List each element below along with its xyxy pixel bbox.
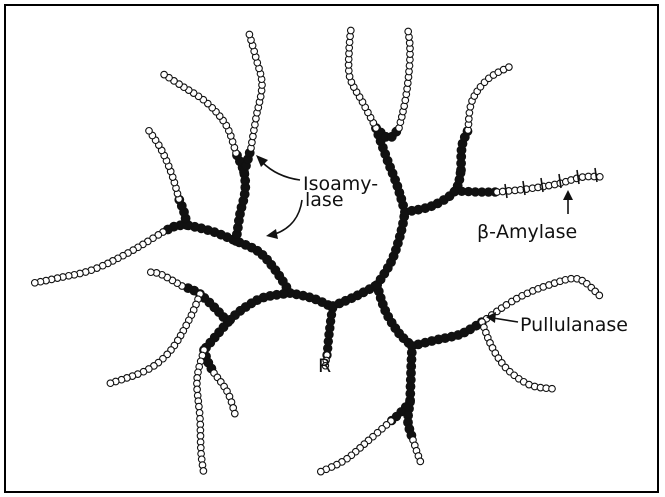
glucose-unit-open	[246, 31, 253, 38]
chain-top-left-inner	[246, 31, 265, 151]
pullulanase-arrow	[493, 318, 518, 322]
isoamylase-label-line2: lase	[305, 189, 344, 211]
isoamylase-arrow	[275, 200, 302, 234]
reducing-end-label: R	[318, 355, 331, 377]
reducing-end-stem	[323, 304, 337, 359]
chain-upper-left-outer	[146, 128, 183, 203]
glucose-unit-open	[549, 385, 556, 392]
backbone-upper-right	[373, 212, 409, 289]
glucose-unit-open	[148, 269, 155, 276]
branch-pullulanase-arm	[408, 318, 487, 351]
glucose-unit-open	[232, 410, 239, 417]
chain-far-left	[32, 229, 167, 286]
glucose-unit-open	[597, 174, 604, 181]
glucose-unit-open	[596, 292, 603, 299]
chain-bottom-center	[318, 418, 395, 475]
glucose-unit-open	[146, 128, 153, 135]
glucose-unit-open	[32, 280, 39, 287]
chain-bottom-right-end	[410, 437, 424, 465]
glucose-unit-open	[194, 386, 201, 393]
chain-top-left	[161, 71, 240, 156]
glucose-unit-open	[506, 64, 513, 71]
isoamylase-arrow	[262, 162, 300, 180]
labels: Isoamy- lase β-Amylase Pullulanase R	[303, 173, 628, 377]
glucose-unit-open	[250, 133, 257, 140]
branch-right-upper-stem	[457, 127, 473, 175]
chain-top-center-left	[345, 27, 379, 131]
backbone-central-left	[292, 290, 333, 310]
glucose-chains	[32, 27, 604, 475]
branch-bottom-right	[406, 342, 417, 405]
glucose-unit-open	[197, 433, 204, 440]
branch-lower-left-arm	[226, 289, 295, 325]
chain-lower-left-upper	[148, 269, 186, 289]
beta-amylase-cut-mark	[541, 178, 543, 192]
backbone-lower-right	[373, 281, 414, 348]
glucose-unit-open	[318, 468, 325, 475]
glucose-unit-open	[196, 403, 203, 410]
beta-amylase-arrowhead	[563, 190, 573, 200]
chain-bottom-left-short	[211, 370, 238, 417]
glucose-unit-open	[200, 468, 207, 475]
beta-amylase-cut-mark	[505, 184, 507, 198]
beta-amylase-label: β-Amylase	[477, 221, 577, 243]
isoamylase-arrowhead	[266, 229, 278, 239]
chain-lower-left	[107, 291, 203, 387]
beta-amylase-cut-mark	[523, 181, 525, 195]
glucose-unit-open	[161, 71, 168, 78]
glucose-unit-open	[405, 28, 412, 35]
pullulanase-label: Pullulanase	[520, 314, 628, 336]
chain-top-center-right	[396, 28, 414, 131]
chain-top-right	[465, 64, 513, 134]
glucose-unit-open	[417, 458, 424, 465]
glucose-unit-open	[107, 380, 114, 387]
chain-beta-amylase	[494, 173, 603, 195]
backbone-central-right	[329, 282, 380, 311]
glucose-unit-open	[348, 27, 355, 34]
glucose-unit-open	[252, 121, 259, 128]
